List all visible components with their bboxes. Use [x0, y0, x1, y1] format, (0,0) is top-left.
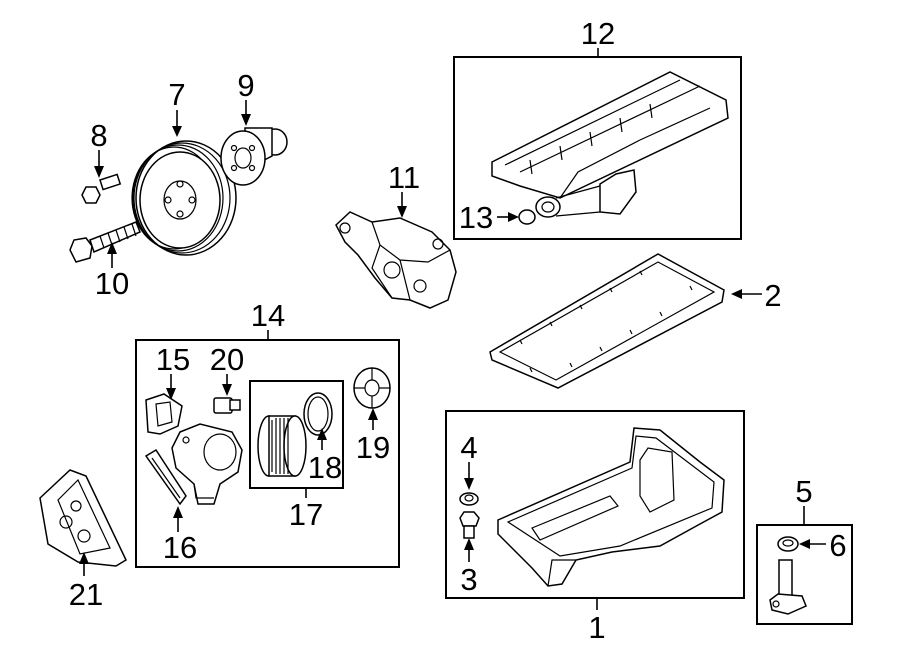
callout-13: 13 [459, 200, 493, 235]
bolt-small-part [81, 173, 122, 204]
callout-18: 18 [308, 450, 342, 485]
filter-o-ring-part [303, 392, 333, 436]
group-box-1 [445, 410, 745, 599]
oil-pump-part [335, 211, 457, 309]
callout-16: 16 [163, 530, 197, 565]
cover-plate-part [39, 469, 127, 567]
oil-level-sensor-part [769, 559, 807, 615]
oil-filter-part [257, 415, 307, 477]
leader-lines [79, 48, 826, 610]
o-ring-part [518, 209, 536, 225]
callout-15: 15 [156, 342, 190, 377]
callout-21: 21 [69, 577, 103, 612]
oil-sensor-part [213, 397, 241, 414]
hub-part [220, 127, 288, 186]
callout-17: 17 [289, 497, 323, 532]
callout-3: 3 [460, 562, 477, 597]
callout-12: 12 [581, 16, 615, 51]
callout-6: 6 [829, 528, 846, 563]
pulley-part [131, 140, 237, 256]
callout-1: 1 [588, 610, 605, 645]
drain-plug-part [459, 511, 480, 539]
windage-tray-part [491, 71, 729, 218]
callout-10: 10 [95, 266, 129, 301]
group-box-17 [249, 380, 344, 489]
filter-cap-part [353, 367, 391, 409]
callout-20: 20 [210, 342, 244, 377]
callout-2: 2 [764, 278, 781, 313]
oil-filter-housing-part [171, 423, 243, 505]
callout-8: 8 [90, 118, 107, 153]
oil-pan-gasket-part [489, 253, 725, 389]
callout-7: 7 [168, 77, 185, 112]
bolt-long-part [69, 221, 141, 263]
gasket-strip-part [144, 448, 187, 506]
callout-4: 4 [460, 430, 477, 465]
oil-pan-part [497, 427, 725, 587]
callout-19: 19 [356, 430, 390, 465]
callout-14: 14 [251, 298, 285, 333]
callout-9: 9 [237, 68, 254, 103]
seal-ring-part [777, 536, 799, 552]
filter-housing-gasket-part [145, 393, 183, 435]
washer-part [459, 492, 479, 506]
callout-5: 5 [795, 474, 812, 509]
callout-11: 11 [388, 160, 420, 195]
